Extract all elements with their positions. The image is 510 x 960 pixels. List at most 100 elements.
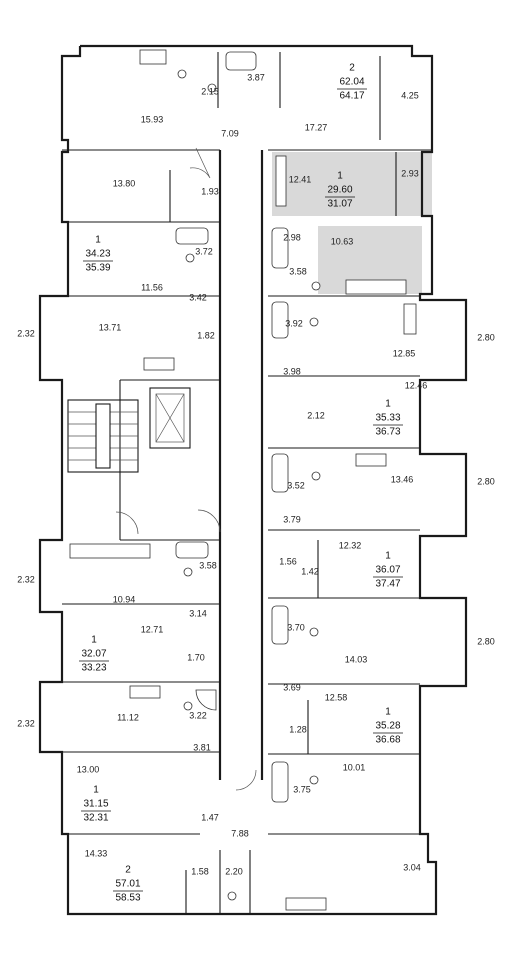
svg-text:35.33: 35.33 xyxy=(375,413,400,424)
room-area-label: 2.80 xyxy=(477,476,495,486)
elevator-shaft xyxy=(149,387,191,449)
room-area-label: 3.79 xyxy=(283,514,301,524)
svg-text:62.04: 62.04 xyxy=(339,77,364,88)
apartment-label: 1 35.28 36.68 xyxy=(373,707,403,746)
room-area-label: 12.46 xyxy=(405,380,428,390)
room-area-label: 3.70 xyxy=(287,622,305,632)
svg-text:35.39: 35.39 xyxy=(85,263,110,274)
svg-text:1: 1 xyxy=(91,635,97,646)
svg-text:36.68: 36.68 xyxy=(375,735,400,746)
room-area-label: 1.56 xyxy=(279,556,297,566)
room-area-label: 1.82 xyxy=(197,330,215,340)
svg-text:36.07: 36.07 xyxy=(375,565,400,576)
svg-text:1: 1 xyxy=(385,551,391,562)
svg-text:33.23: 33.23 xyxy=(81,663,106,674)
door-swings xyxy=(115,147,257,791)
bathroom-fixtures xyxy=(175,51,321,901)
svg-text:34.23: 34.23 xyxy=(85,249,110,260)
svg-text:31.07: 31.07 xyxy=(327,199,352,210)
svg-text:2: 2 xyxy=(125,865,131,876)
room-area-label: 1.93 xyxy=(201,186,219,196)
room-area-label: 1.42 xyxy=(301,566,319,576)
room-area-label: 3.87 xyxy=(247,72,265,82)
apartment-label: 1 29.60 31.07 xyxy=(325,171,355,210)
room-area-label: 11.12 xyxy=(117,712,139,722)
room-area-label: 10.94 xyxy=(113,594,136,604)
room-area-label: 13.46 xyxy=(391,474,414,484)
outer-walls xyxy=(38,44,468,916)
svg-text:1: 1 xyxy=(385,707,391,718)
room-area-label: 17.27 xyxy=(305,122,328,132)
apartment-labels: 2 62.04 64.17 1 29.60 31.07 1 34.23 35.3… xyxy=(79,63,403,904)
room-area-label: 11.56 xyxy=(141,282,163,292)
room-area-label: 4.25 xyxy=(401,90,419,100)
room-area-label: 1.58 xyxy=(191,866,209,876)
room-area-label: 3.69 xyxy=(283,682,301,692)
apartment-label: 1 34.23 35.39 xyxy=(83,235,113,274)
room-area-label: 3.72 xyxy=(195,246,213,256)
svg-text:29.60: 29.60 xyxy=(327,185,352,196)
room-area-label: 3.04 xyxy=(403,862,421,872)
room-area-label: 2.80 xyxy=(477,636,495,646)
room-area-label: 2.32 xyxy=(17,328,35,338)
svg-text:1: 1 xyxy=(95,235,101,246)
room-area-label: 12.58 xyxy=(325,692,348,702)
room-area-label: 15.93 xyxy=(141,114,164,124)
room-area-label: 2.15 xyxy=(201,86,219,96)
apartment-label: 1 36.07 37.47 xyxy=(373,551,403,590)
room-area-label: 12.85 xyxy=(393,348,416,358)
room-area-label: 2.20 xyxy=(225,866,243,876)
room-area-label: 2.93 xyxy=(401,168,419,178)
room-area-label: 3.42 xyxy=(189,292,207,302)
room-area-label: 13.80 xyxy=(113,178,136,188)
room-area-label: 13.71 xyxy=(99,322,122,332)
apartment-label: 2 57.01 58.53 xyxy=(113,865,143,904)
room-area-label: 3.14 xyxy=(189,608,207,618)
room-area-label: 10.63 xyxy=(331,236,354,246)
svg-text:1: 1 xyxy=(385,399,391,410)
room-area-label: 2.12 xyxy=(307,410,325,420)
room-area-label: 3.92 xyxy=(285,318,303,328)
room-area-label: 2.32 xyxy=(17,574,35,584)
room-area-label: 3.22 xyxy=(189,710,207,720)
svg-text:32.07: 32.07 xyxy=(81,649,106,660)
svg-text:32.31: 32.31 xyxy=(83,813,108,824)
apartment-label: 2 62.04 64.17 xyxy=(337,63,367,102)
svg-text:31.15: 31.15 xyxy=(83,799,108,810)
room-area-label: 2.32 xyxy=(17,718,35,728)
room-area-label: 14.33 xyxy=(85,848,108,858)
room-area-label: 3.58 xyxy=(199,560,217,570)
room-area-label: 12.32 xyxy=(339,540,362,550)
partition-walls xyxy=(62,52,432,914)
svg-text:36.73: 36.73 xyxy=(375,427,400,438)
svg-text:35.28: 35.28 xyxy=(375,721,400,732)
room-area-label: 1.28 xyxy=(289,724,307,734)
room-area-label: 2.98 xyxy=(283,232,301,242)
room-area-label: 1.70 xyxy=(187,652,205,662)
apartment-label: 1 31.15 32.31 xyxy=(81,785,111,824)
room-area-label: 7.09 xyxy=(221,128,239,138)
svg-text:1: 1 xyxy=(93,785,99,796)
room-area-label: 14.03 xyxy=(345,654,368,664)
apartment-label: 1 35.33 36.73 xyxy=(373,399,403,438)
corridor-walls xyxy=(119,150,264,780)
room-area-label: 12.41 xyxy=(289,174,312,184)
svg-text:37.47: 37.47 xyxy=(375,579,400,590)
room-area-label: 3.98 xyxy=(283,366,301,376)
room-area-label: 10.01 xyxy=(343,762,366,772)
room-area-label: 3.58 xyxy=(289,266,307,276)
svg-text:57.01: 57.01 xyxy=(115,879,140,890)
svg-text:2: 2 xyxy=(349,63,355,74)
highlighted-apartment-fill xyxy=(272,152,432,294)
kitchen-counters xyxy=(69,49,417,911)
room-area-label: 2.80 xyxy=(477,332,495,342)
room-area-label: 3.75 xyxy=(293,784,311,794)
room-labels: 4.25 3.87 2.15 15.93 7.09 17.27 13.80 1.… xyxy=(17,72,495,876)
room-area-label: 3.52 xyxy=(287,480,305,490)
svg-text:1: 1 xyxy=(337,171,343,182)
room-area-label: 3.81 xyxy=(193,742,211,752)
room-area-label: 13.00 xyxy=(77,764,100,774)
stairwell xyxy=(67,399,139,473)
room-area-label: 12.71 xyxy=(141,624,164,634)
